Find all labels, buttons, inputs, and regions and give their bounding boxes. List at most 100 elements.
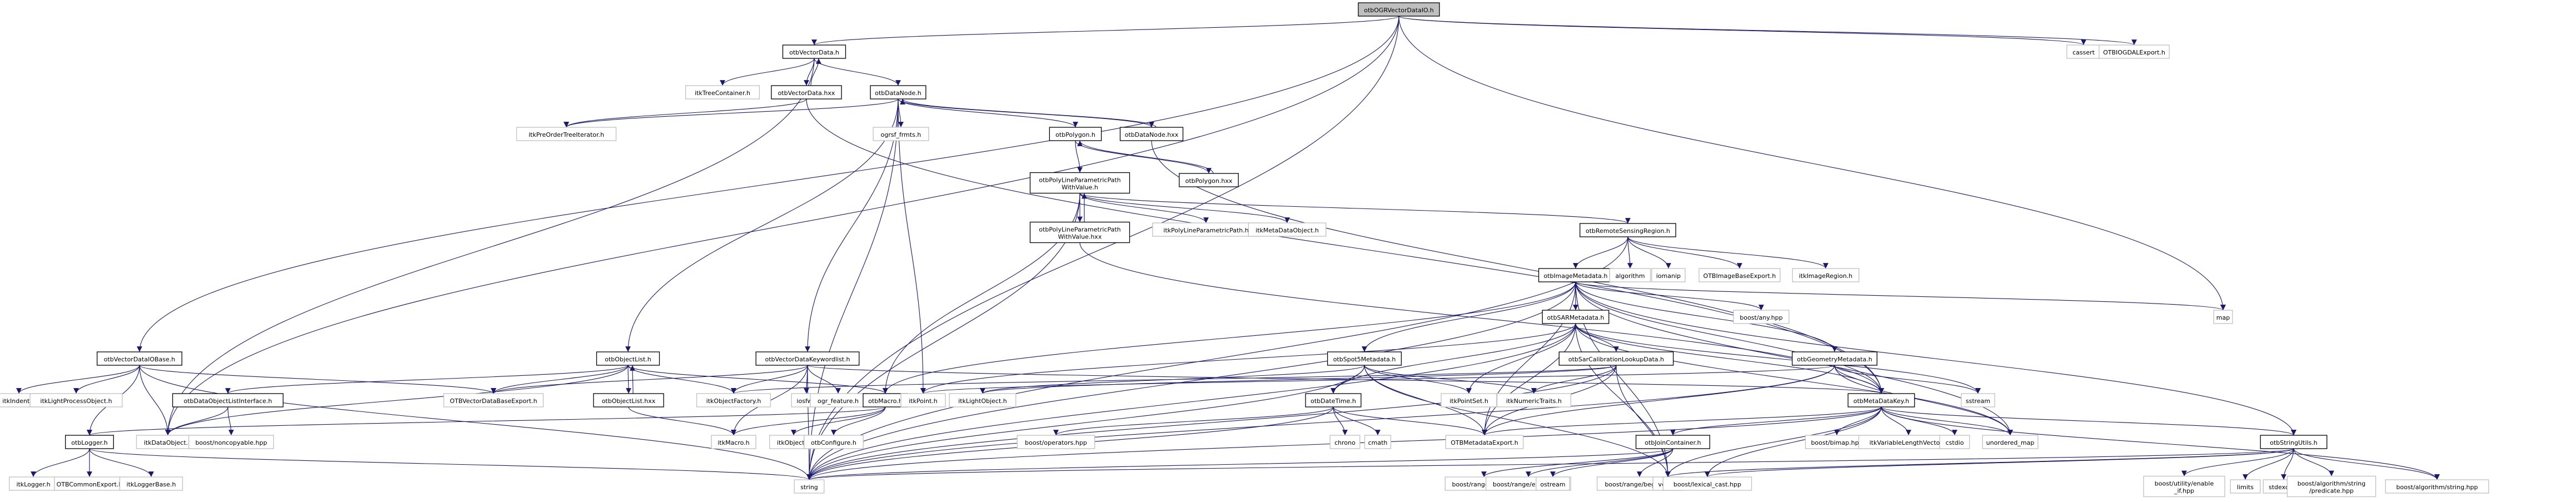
node-label: itkMetaDataObject.h: [1255, 227, 1319, 234]
node-box: [1609, 268, 1651, 282]
edge-string-utils-to-vector: [1665, 448, 2294, 478]
edge-geometry-metadata-to-meta-data-key: [1834, 365, 1884, 394]
node-label: limits: [2237, 484, 2254, 491]
node-object-list-hxx[interactable]: otbObjectList.hxx: [593, 393, 664, 407]
node-logger[interactable]: otbLogger.h: [65, 435, 114, 449]
node-remote-sensing-region[interactable]: otbRemoteSensingRegion.h: [1580, 223, 1676, 237]
node-image-metadata[interactable]: otbImageMetadata.h: [1538, 268, 1613, 282]
include-edge: [1881, 406, 2296, 436]
edge-meta-data-key-to-boost-algo-string: [1881, 406, 2440, 480]
node-box: [1119, 127, 1184, 141]
edge-logger-to-itk-logger: [31, 448, 90, 478]
include-edge: [1575, 281, 2226, 311]
edge-remote-sensing-region-to-algorithm: [1627, 236, 1633, 269]
node-box: [810, 393, 866, 407]
node-object-list[interactable]: otbObjectList.h: [596, 351, 660, 366]
node-data-node[interactable]: otbDataNode.h: [870, 85, 926, 100]
node-box: [1441, 393, 1497, 407]
node-data-node-hxx[interactable]: otbDataNode.hxx: [1119, 127, 1184, 141]
edge-data-node-to-string: [806, 98, 899, 480]
node-label: sstream: [1966, 397, 1990, 405]
node-vector-data-hxx[interactable]: otbVectorData.hxx: [771, 85, 842, 100]
node-root[interactable]: otbOGRVectorDataIO.h: [1358, 2, 1440, 17]
edge-vector-data-keywordlist-to-meta-data-key: [807, 365, 1884, 394]
node-label: otbDataNode.h: [875, 90, 921, 97]
node-box: [2213, 310, 2233, 324]
include-edge: [920, 365, 1835, 394]
include-edge: [491, 365, 629, 394]
node-string-utils[interactable]: otbStringUtils.h: [2260, 435, 2328, 449]
edge-geometry-metadata-to-unordered-map: [1834, 365, 2013, 436]
include-edge: [831, 406, 886, 436]
node-label: otbPolyLineParametricPath: [1039, 177, 1120, 184]
node-vector-data-iobase[interactable]: otbVectorDataIOBase.h: [97, 351, 182, 366]
node-vector-data[interactable]: otbVectorData.h: [782, 44, 846, 59]
include-edge: [1575, 281, 1884, 394]
node-itk-logger-base: itkLoggerBase.h: [119, 476, 183, 491]
include-edge: [139, 365, 812, 480]
include-edge: [1333, 406, 1348, 436]
edge-sarmetadata-to-vector: [1575, 323, 1671, 478]
node-box: [29, 393, 123, 407]
include-edge: [627, 365, 736, 394]
node-sarmetadata[interactable]: otbSARMetadata.h: [1542, 310, 1610, 324]
node-box: [755, 351, 860, 366]
node-macro[interactable]: otbMacro.h: [863, 393, 908, 407]
include-edge: [1705, 448, 2294, 478]
node-polygon[interactable]: otbPolygon.h: [1049, 127, 1102, 141]
edge-macro-to-otb-configure: [831, 406, 886, 436]
include-edge: [731, 365, 1617, 394]
node-join-container[interactable]: otbJoinContainer.h: [1635, 435, 1711, 449]
node-spot5-metadata[interactable]: otbSpot5Metadata.h: [1327, 351, 1402, 366]
include-edge: [1482, 406, 1882, 436]
edge-image-metadata-to-string: [806, 281, 1576, 480]
node-box: [1982, 435, 2039, 449]
node-itk-light-process-object: itkLightProcessObject.h: [29, 393, 123, 407]
edge-vector-data-to-itk-tree-container: [720, 58, 815, 86]
node-cstdio: cstdio: [1939, 435, 1970, 449]
node-date-time[interactable]: otbDateTime.h: [1305, 393, 1362, 407]
node-polygon-hxx[interactable]: otbPolygon.hxx: [1179, 173, 1239, 187]
edge-data-node-to-object-list: [625, 98, 899, 352]
node-box: [1733, 310, 1790, 324]
include-edge: [2293, 448, 2440, 480]
edge-remote-sensing-region-to-otbimage-base-export: [1627, 236, 1742, 269]
edge-remote-sensing-region-to-iomanip: [1627, 236, 1671, 269]
include-edge: [73, 365, 140, 394]
node-box: [1961, 393, 1995, 407]
node-box: [873, 127, 929, 141]
node-box: [65, 435, 114, 449]
node-label: otbDataNode.hxx: [1125, 131, 1179, 138]
node-box: [188, 435, 274, 449]
edge-geometry-metadata-to-sstream: [1834, 365, 1981, 394]
include-edge: [1053, 406, 1334, 436]
node-sar-calibration-lookup-data[interactable]: otbSarCalibrationLookupData.h: [1558, 351, 1674, 366]
node-boost-enable-if: boost/utility/enable_if.hpp: [2143, 475, 2225, 498]
node-box: [900, 393, 946, 407]
node-vector-data-keywordlist[interactable]: otbVectorDataKeywordlist.h: [755, 351, 860, 366]
include-edge: [1362, 281, 1576, 352]
node-box: [2099, 44, 2170, 59]
include-edge: [1627, 236, 1633, 269]
edge-polygon-hxx-to-polygon: [1077, 140, 1214, 174]
include-edge: [165, 16, 1399, 436]
node-label: itkNumericTraits.h: [1506, 397, 1562, 405]
node-box: [870, 85, 926, 100]
edge-geometry-metadata-to-itk-point: [920, 365, 1835, 394]
include-edge: [89, 448, 812, 480]
include-edge: [31, 448, 90, 478]
node-data-object-list-interface[interactable]: otbDataObjectListInterface.h: [172, 393, 284, 407]
node-otbimage-base-export: OTBImageBaseExport.h: [1698, 268, 1781, 282]
node-label: OTBIOGDALExport.h: [2103, 49, 2165, 56]
node-box: [1538, 268, 1613, 282]
node-map: map: [2213, 310, 2233, 324]
node-label: itkPreOrderTreeIterator.h: [529, 131, 604, 138]
include-edge: [1627, 236, 1671, 269]
edge-root-to-map: [1398, 16, 2226, 311]
edge-vector-data-to-itk-data-object: [165, 58, 815, 436]
node-geometry-metadata[interactable]: otbGeometryMetadata.h: [1792, 351, 1877, 366]
node-box: [119, 476, 183, 491]
node-meta-data-key[interactable]: otbMetaDataKey.h: [1847, 393, 1915, 407]
